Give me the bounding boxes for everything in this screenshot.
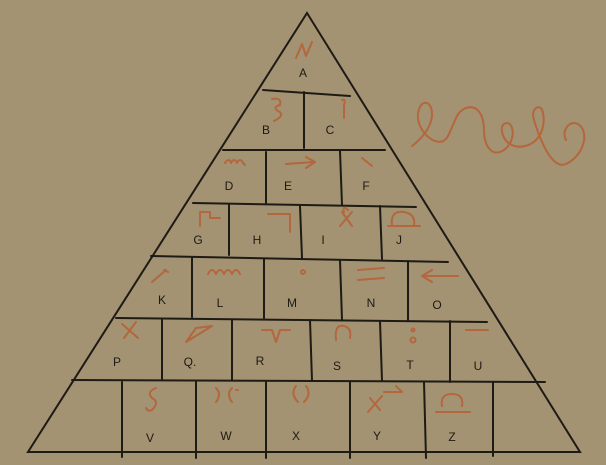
letters: A B C D E F G H I J K L M N O P Q. R S T…: [113, 66, 482, 445]
letter-q: Q.: [184, 355, 197, 369]
letter-b: B: [262, 123, 270, 137]
letter-k: K: [158, 293, 166, 307]
letter-c: C: [326, 123, 335, 137]
cell-dividers: [121, 91, 494, 459]
letter-v: V: [146, 431, 154, 445]
letter-p: P: [113, 355, 121, 369]
letter-m: M: [287, 296, 297, 310]
glyph-w: [215, 387, 239, 403]
glyph-g: [199, 211, 221, 227]
glyph-z: [435, 393, 471, 413]
letter-l: L: [217, 296, 224, 310]
row-lines: [71, 89, 546, 383]
glyph-i: [339, 206, 353, 227]
glyph-m: [300, 269, 306, 275]
letter-d: D: [225, 179, 234, 193]
letter-i: I: [321, 233, 324, 247]
glyph-p: [121, 321, 139, 339]
glyph-x: [292, 385, 310, 403]
glyph-k: [151, 269, 169, 283]
glyph-v: [145, 387, 157, 412]
letter-f: F: [362, 179, 369, 193]
cipher-glyphs: [121, 41, 489, 413]
glyph-c: [341, 98, 346, 119]
letter-s: S: [333, 359, 341, 373]
glyph-b: [271, 97, 283, 122]
letter-o: O: [432, 298, 441, 312]
glyph-s: [334, 324, 352, 341]
letter-e: E: [284, 179, 292, 193]
glyph-h: [267, 213, 291, 233]
letter-g: G: [193, 233, 202, 247]
glyph-j: [387, 210, 421, 227]
pyramid-outline: [26, 11, 582, 453]
letter-a: A: [299, 66, 307, 80]
glyph-r: [261, 329, 291, 343]
glyph-e: [285, 156, 316, 169]
glyph-l: [207, 269, 241, 275]
letter-w: W: [220, 429, 232, 443]
letter-x: X: [292, 429, 300, 443]
letter-t: T: [406, 358, 414, 372]
letter-u: U: [474, 359, 483, 373]
letter-n: N: [367, 296, 376, 310]
glyph-f: [361, 157, 373, 167]
glyph-n: [357, 267, 385, 281]
glyph-t: [409, 327, 417, 344]
letter-j: J: [396, 233, 402, 247]
letter-r: R: [256, 354, 265, 368]
letter-y: Y: [373, 429, 381, 443]
glyph-q: [185, 325, 213, 343]
glyph-d: [224, 159, 246, 166]
letter-z: Z: [448, 430, 455, 444]
glyph-a: [295, 41, 313, 59]
glyph-o: [421, 269, 459, 283]
letter-h: H: [253, 233, 262, 247]
glyph-y: [367, 385, 403, 413]
cursive-scribble: [411, 101, 586, 166]
